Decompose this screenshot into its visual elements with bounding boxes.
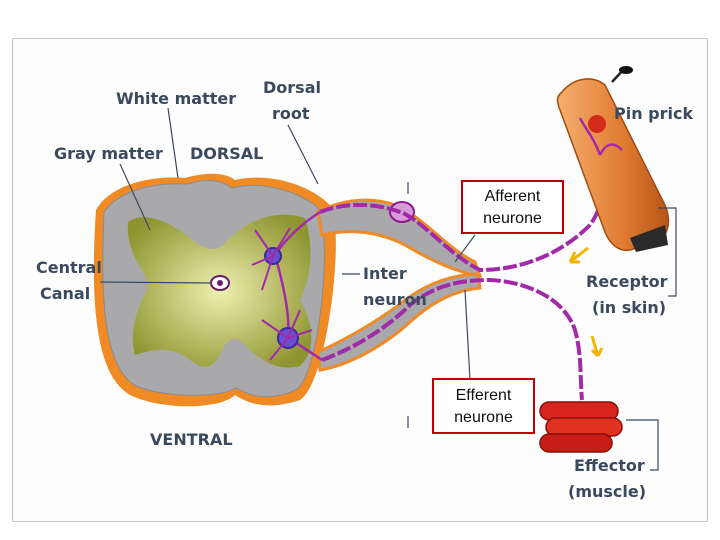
- label-white-matter: White matter: [116, 89, 237, 108]
- label-central-canal-1: Central: [36, 258, 102, 277]
- label-effector-1: Effector: [574, 456, 645, 475]
- label-receptor-1: Receptor: [586, 272, 668, 291]
- afferent-label-line2: neurone: [483, 210, 542, 227]
- label-effector-2: (muscle): [568, 482, 647, 501]
- label-dorsal-root-2: root: [272, 104, 310, 123]
- leader-receptor: [658, 207, 677, 297]
- ventral-root: [316, 272, 482, 372]
- pin-prick-spot: [588, 115, 606, 133]
- leader-afferent: [454, 234, 476, 263]
- leader-dorsal-root: [287, 124, 319, 185]
- leader-central-canal: [99, 281, 213, 284]
- skin-dark-layer: [630, 225, 668, 252]
- effector-muscle: [539, 401, 623, 453]
- label-gray-matter: Gray matter: [54, 144, 163, 163]
- signal-arrow-in: [568, 246, 589, 264]
- efferent-nerve-fibre: [321, 277, 584, 401]
- efferent-neurone-box: Efferent neurone: [432, 378, 535, 434]
- afferent-label-line1: Afferent: [484, 188, 541, 205]
- label-inter-neuron-1: Inter: [363, 264, 407, 283]
- leader-white-matter: [167, 107, 179, 179]
- efferent-label-line2: neurone: [454, 409, 513, 426]
- leader-efferent: [464, 289, 471, 381]
- label-central-canal-2: Canal: [40, 284, 91, 303]
- dendrites: [251, 227, 313, 361]
- signal-arrow-out: [590, 335, 604, 358]
- afferent-neurone-box: Afferent neurone: [461, 180, 564, 234]
- leader-effector: [626, 419, 659, 471]
- dorsal-root: [316, 198, 483, 278]
- leader-gray-matter: [119, 163, 151, 231]
- label-pin-prick: Pin prick: [614, 104, 694, 123]
- label-receptor-2: (in skin): [592, 298, 667, 317]
- label-inter-neuron-2: neuron: [363, 290, 427, 309]
- label-dorsal-root-1: Dorsal: [263, 78, 321, 97]
- label-ventral: VENTRAL: [150, 430, 233, 449]
- efferent-label-line1: Efferent: [455, 387, 512, 404]
- label-dorsal: DORSAL: [190, 144, 264, 163]
